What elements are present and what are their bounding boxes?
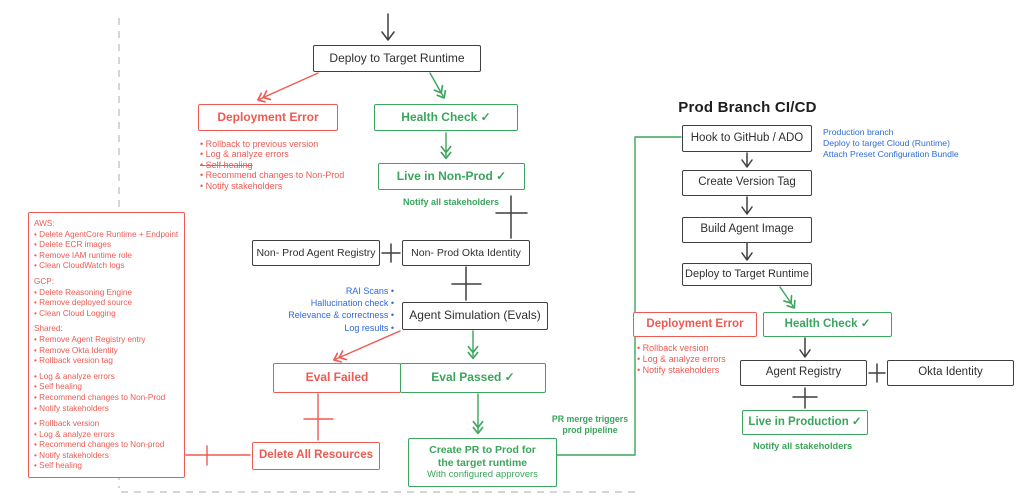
node-hook-github-ado: Hook to GitHub / ADO: [682, 125, 812, 152]
node-create-pr-to-prod: Create PR to Prod for the target runtime…: [408, 438, 557, 487]
cleanup-item: Notify stakeholders: [34, 404, 182, 415]
cleanup-item: Recommend changes to Non-prod: [34, 440, 182, 451]
green-connectors: [429, 72, 796, 456]
prod-section-title: Prod Branch CI/CD: [678, 99, 817, 116]
tie-registry-to-live-prod: [792, 387, 818, 409]
note-item: Recommend changes to Non-Prod: [200, 170, 345, 180]
cleanup-actions-panel: AWS:Delete AgentCore Runtime + EndpointD…: [28, 212, 185, 478]
cleanup-item: GCP:: [34, 276, 55, 286]
cleanup-item: Remove IAM runtime role: [34, 251, 182, 262]
cleanup-item: Remove Okta Identity: [34, 346, 182, 357]
eval-criterion: Hallucination check: [250, 297, 394, 309]
node-deploy-target-runtime-prod: Deploy to Target Runtime: [682, 263, 812, 286]
arrow-build-to-deploy: [741, 242, 753, 261]
cleanup-item: Clean Cloud Logging: [34, 309, 182, 320]
node-eval-failed: Eval Failed: [273, 363, 401, 393]
deployment-error-notes: Rollback to previous versionLog & analyz…: [200, 139, 345, 191]
node-health-check-prod: Health Check ✓: [763, 312, 892, 337]
arrow-deploy-to-health: [429, 72, 447, 99]
node-deployment-error: Deployment Error: [198, 104, 338, 131]
cleanup-item: Delete AgentCore Runtime + Endpoint: [34, 230, 182, 241]
pr-merge-note-line2: prod pipeline: [562, 424, 618, 435]
arrow-hook-to-versiontag: [741, 152, 753, 168]
cleanup-item: Self healing: [34, 382, 182, 393]
create-pr-line1: Create PR to Prod for: [429, 444, 536, 457]
cleanup-item: Rollback version: [34, 419, 182, 430]
note-item: Notify stakeholders: [200, 181, 344, 191]
pr-merge-note: PR merge triggers prod pipeline: [548, 414, 632, 435]
line-pr-to-hook: [556, 136, 682, 456]
tie-registry-okta-prod: [868, 363, 886, 383]
cleanup-item: Clean CloudWatch logs: [34, 261, 182, 272]
note-item: Rollback to previous version: [200, 139, 344, 149]
live-prod-note: Notify all stakeholders: [753, 441, 853, 451]
tie-evalfailed-to-delete: [303, 393, 334, 441]
ink-connectors: [381, 13, 886, 409]
node-deploy-target-runtime: Deploy to Target Runtime: [313, 45, 481, 72]
node-agent-simulation: Agent Simulation (Evals): [402, 302, 548, 330]
node-delete-all-resources: Delete All Resources: [252, 442, 380, 470]
note-item: Rollback version: [637, 343, 726, 354]
node-agent-registry-prod: Agent Registry: [740, 360, 867, 386]
red-connectors: [185, 72, 401, 466]
cleanup-item: Shared:: [34, 324, 63, 334]
hook-note-item: Attach Preset Configuration Bundle: [823, 148, 959, 159]
cleanup-item: Recommend changes to Non-Prod: [34, 393, 182, 404]
arrowhead-into-deploy: [381, 31, 395, 41]
deployment-error-notes-prod: Rollback versionLog & analyze errorsNoti…: [637, 343, 726, 376]
cleanup-item: Remove Agent Registry entry: [34, 335, 182, 346]
node-eval-passed: Eval Passed ✓: [400, 363, 546, 393]
cleanup-item: Self healing: [34, 461, 182, 472]
tie-okta-to-sim: [451, 266, 482, 301]
node-health-check: Health Check ✓: [374, 104, 518, 131]
note-item: Log & analyze errors: [200, 149, 344, 159]
live-nonprod-note: Notify all stakeholders: [402, 197, 500, 207]
cleanup-item: Delete ECR images: [34, 240, 182, 251]
eval-criterion: Log results: [250, 322, 394, 334]
arrow-deploy-to-error: [257, 72, 319, 103]
node-deployment-error-prod: Deployment Error: [633, 312, 757, 337]
cleanup-item: Log & analyze errors: [34, 430, 182, 441]
note-item: Notify stakeholders: [637, 365, 726, 376]
hook-note-item: Production branch: [823, 127, 894, 137]
hook-note-item: Deploy to target Cloud (Runtime): [823, 137, 950, 148]
note-item: Log & analyze errors: [637, 354, 726, 365]
cleanup-item: Delete Reasoning Engine: [34, 288, 182, 299]
node-build-agent-image: Build Agent Image: [682, 217, 812, 243]
eval-criterion: Relevance & correctness: [250, 309, 394, 321]
pr-merge-note-line1: PR merge triggers: [551, 414, 629, 424]
arrow-deploy-to-health-prod: [779, 286, 796, 309]
eval-criterion: RAI Scans: [250, 285, 394, 297]
node-nonprod-agent-registry: Non- Prod Agent Registry: [252, 240, 380, 266]
node-nonprod-okta-identity: Non- Prod Okta Identity: [402, 240, 530, 266]
arrow-health-to-registry-prod: [799, 337, 811, 358]
cleanup-item: Rollback version tag: [34, 356, 182, 367]
eval-criteria-labels: RAI ScansHallucination checkRelevance & …: [250, 285, 394, 334]
arrow-versiontag-to-build: [741, 196, 753, 215]
tie-registry-okta-nonprod: [381, 243, 401, 263]
create-pr-line2: the target runtime: [437, 456, 528, 469]
node-create-version-tag: Create Version Tag: [682, 170, 812, 196]
cleanup-item: Notify stakeholders: [34, 451, 182, 462]
tie-live-to-okta: [495, 195, 528, 239]
arrow-sim-to-evalfailed: [333, 330, 401, 363]
node-okta-identity-prod: Okta Identity: [887, 360, 1014, 386]
tie-panel-to-delete: [185, 445, 251, 466]
cleanup-item: Log & analyze errors: [34, 372, 182, 383]
node-live-in-nonprod: Live in Non-Prod ✓: [378, 163, 525, 190]
create-pr-line3: With configured approvers: [427, 468, 538, 480]
cleanup-item: Remove deployed source: [34, 298, 182, 309]
cleanup-item: AWS:: [34, 219, 55, 228]
node-live-in-production: Live in Production ✓: [742, 410, 868, 435]
note-item: Self healing: [200, 160, 344, 170]
